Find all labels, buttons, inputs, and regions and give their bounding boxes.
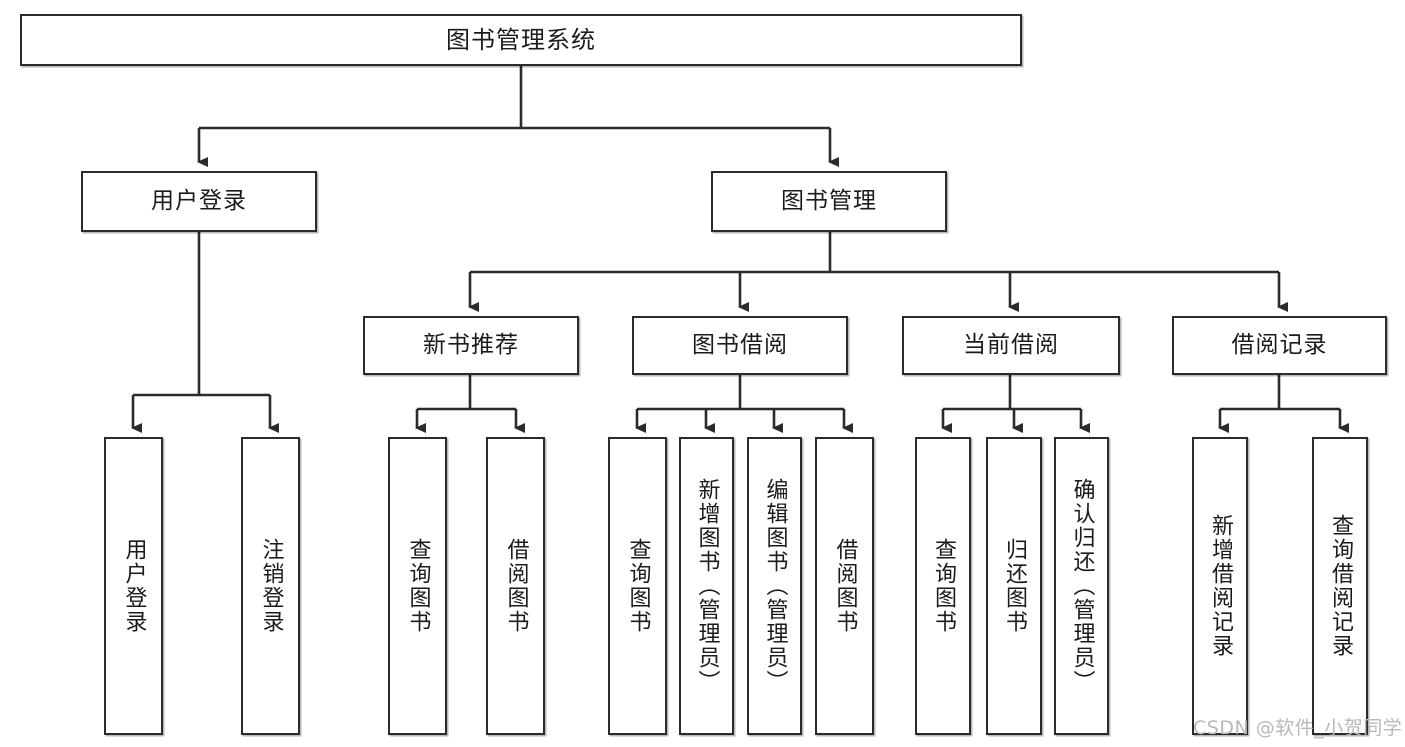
node-borrow-record[interactable]: 借阅记录 (1172, 316, 1387, 375)
node-label: 编辑图书（管理员） (762, 478, 788, 694)
node-label: 归还图书 (1001, 538, 1027, 634)
leaf-query-book-borrow[interactable]: 查询图书 (608, 437, 667, 735)
node-label: 借阅图书 (832, 538, 858, 634)
node-label: 新增图书（管理员） (694, 478, 720, 694)
node-label: 查询图书 (930, 538, 956, 634)
node-label: 注销登录 (258, 538, 284, 634)
leaf-query-book-newbook[interactable]: 查询图书 (388, 437, 447, 735)
leaf-confirm-return-admin[interactable]: 确认归还（管理员） (1054, 437, 1109, 735)
node-label: 查询图书 (625, 538, 651, 634)
node-label: 借阅图书 (503, 538, 529, 634)
node-label: 确认归还（管理员） (1069, 478, 1095, 694)
node-label: 当前借阅 (963, 331, 1059, 358)
node-label: 新增借阅记录 (1207, 514, 1233, 658)
node-label: 用户登录 (121, 538, 147, 634)
node-label: 图书管理系统 (446, 25, 596, 54)
node-label: 新书推荐 (423, 331, 519, 358)
node-book-borrow[interactable]: 图书借阅 (632, 316, 848, 375)
leaf-query-borrow-record[interactable]: 查询借阅记录 (1312, 437, 1368, 735)
leaf-edit-book-admin[interactable]: 编辑图书（管理员） (747, 437, 802, 735)
node-current-borrow[interactable]: 当前借阅 (902, 316, 1120, 375)
node-book-manage[interactable]: 图书管理 (711, 171, 947, 232)
leaf-user-logout[interactable]: 注销登录 (241, 437, 300, 735)
node-user-login[interactable]: 用户登录 (81, 171, 317, 232)
node-new-book-recommend[interactable]: 新书推荐 (363, 316, 579, 375)
node-label: 图书借阅 (692, 331, 788, 358)
leaf-add-borrow-record[interactable]: 新增借阅记录 (1192, 437, 1248, 735)
node-root-system[interactable]: 图书管理系统 (20, 14, 1022, 66)
leaf-borrow-book-borrow[interactable]: 借阅图书 (815, 437, 874, 735)
node-label: 借阅记录 (1231, 331, 1328, 358)
leaf-borrow-book-newbook[interactable]: 借阅图书 (486, 437, 545, 735)
csdn-watermark: CSDN @软件_小贺同学 (1193, 717, 1403, 739)
node-label: 查询图书 (405, 538, 431, 634)
leaf-user-login[interactable]: 用户登录 (104, 437, 163, 735)
leaf-return-book[interactable]: 归还图书 (986, 437, 1042, 735)
node-label: 用户登录 (151, 187, 247, 214)
node-label: 图书管理 (781, 187, 877, 214)
leaf-add-book-admin[interactable]: 新增图书（管理员） (679, 437, 734, 735)
node-label: 查询借阅记录 (1327, 514, 1353, 658)
leaf-query-book-current[interactable]: 查询图书 (915, 437, 971, 735)
